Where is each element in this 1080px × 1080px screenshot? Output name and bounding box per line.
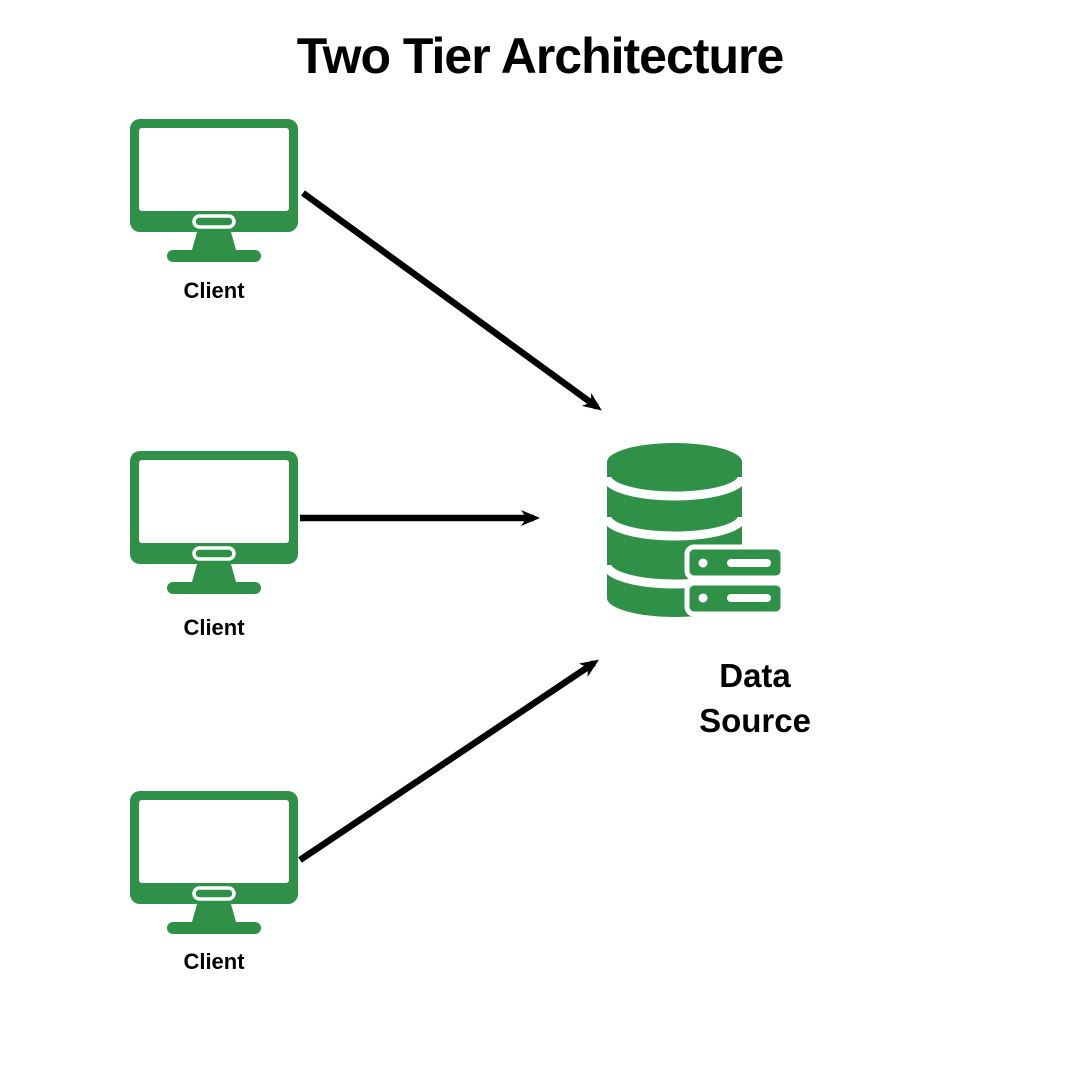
client-1-node xyxy=(128,119,300,272)
desktop-monitor-icon xyxy=(130,451,298,594)
desktop-monitor-icon xyxy=(130,119,298,262)
diagram-title: Two Tier Architecture xyxy=(296,28,785,84)
client-2-label: Client xyxy=(183,615,245,640)
database-server-icon xyxy=(602,443,786,617)
client-3-label: Client xyxy=(183,949,245,974)
arrow-client1-to-datasource xyxy=(301,190,602,411)
client-2-node xyxy=(128,451,300,604)
client-1-label: Client xyxy=(183,278,245,303)
data-source-label: Data Source xyxy=(699,657,811,739)
arrow-client3-to-datasource xyxy=(298,659,599,863)
data-source-node xyxy=(600,435,786,625)
client-3-node xyxy=(128,791,300,944)
desktop-monitor-icon xyxy=(130,791,298,934)
